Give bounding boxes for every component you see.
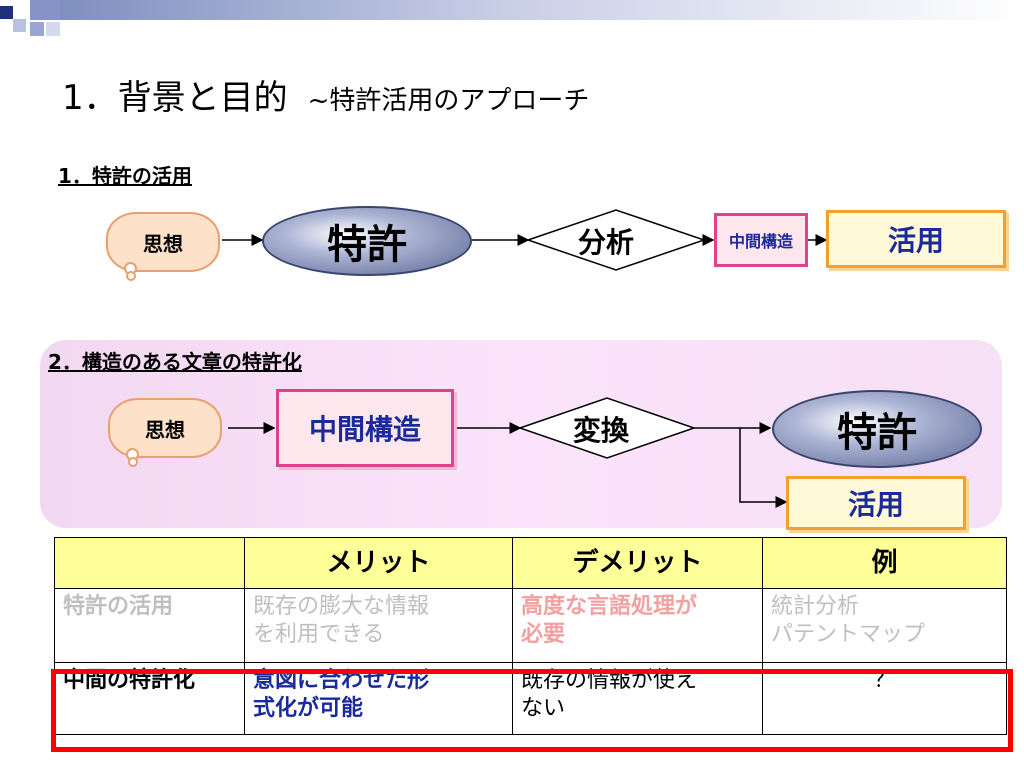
row2-merit-line1: 意図に合わせた形 [253, 668, 430, 693]
patent-ellipse-1-label: 特許 [327, 222, 407, 268]
analysis-label: 分析 [578, 226, 635, 259]
idea-cloud-1-label: 思想 [143, 231, 183, 256]
row1-example: 統計分析 パテントマップ [762, 588, 1007, 663]
row2-demerit: 既存の情報が使え ない [512, 662, 763, 735]
idea-cloud-2: 思想 [108, 398, 222, 458]
slide-title: 1．背景と目的 ~特許活用のアプローチ [62, 70, 589, 119]
table-row: 特許の活用 既存の膨大な情報 を利用できる 高度な言語処理が 必要 統計分析 パ… [54, 588, 1007, 663]
slide-title-sub: ~特許活用のアプローチ [307, 86, 590, 116]
row2-merit-line2: 式化が可能 [253, 696, 364, 721]
header-cell-demerit: デメリット [512, 537, 763, 589]
use-box-2: 活用 [786, 476, 966, 530]
section1-heading: 1．特許の活用 [58, 164, 192, 188]
use-box-1-label: 活用 [887, 224, 944, 257]
corner-squares-decoration [0, 0, 60, 40]
row2-example: ？ [762, 662, 1007, 735]
arrow-branch-to-use-2 [739, 428, 788, 508]
row2-example-line1: ？ [873, 668, 896, 693]
row1-demerit-line1: 高度な言語処理が [521, 594, 698, 619]
intermediate-box-large: 中間構造 [276, 389, 454, 467]
row1-demerit: 高度な言語処理が 必要 [512, 588, 763, 663]
patent-ellipse-2: 特許 [772, 390, 982, 468]
row2-label: 中間の特許化 [54, 662, 245, 735]
header-cell-empty [54, 537, 245, 589]
row2-demerit-line1: 既存の情報が使え [521, 668, 698, 693]
idea-cloud-1: 思想 [106, 212, 220, 272]
analysis-diamond [525, 209, 707, 271]
table-header-row: メリット デメリット 例 [54, 537, 1007, 589]
patent-ellipse-2-label: 特許 [837, 410, 917, 456]
row1-example-line2: パテントマップ [771, 622, 926, 647]
convert-label: 変換 [573, 414, 630, 447]
section2-heading: 2．構造のある文章の特許化 [48, 350, 302, 374]
row1-merit-line2: を利用できる [253, 622, 385, 647]
row1-demerit-line2: 必要 [521, 622, 566, 647]
use-box-1: 活用 [826, 210, 1006, 268]
idea-cloud-1-tail-small [126, 271, 136, 281]
row1-merit-line1: 既存の膨大な情報 [253, 594, 430, 619]
idea-cloud-2-label: 思想 [145, 417, 185, 442]
row2-demerit-line2: ない [521, 696, 566, 721]
intermediate-box-small-label: 中間構造 [728, 232, 793, 251]
intermediate-box-small: 中間構造 [714, 213, 808, 267]
title-gradient-bar [60, 0, 1024, 20]
use-box-2-label: 活用 [847, 488, 904, 521]
patent-ellipse-1: 特許 [262, 206, 472, 276]
row2-merit: 意図に合わせた形 式化が可能 [244, 662, 513, 735]
slide-title-main: 1．背景と目的 [62, 78, 288, 118]
header-cell-merit: メリット [244, 537, 513, 589]
row1-example-line1: 統計分析 [771, 594, 860, 619]
header-cell-example: 例 [762, 537, 1007, 589]
intermediate-box-large-label: 中間構造 [308, 413, 421, 446]
convert-diamond-2 [517, 397, 697, 459]
comparison-table: メリット デメリット 例 特許の活用 既存の膨大な情報 を利用できる 高度な言語… [54, 537, 1007, 735]
row1-label: 特許の活用 [54, 588, 245, 663]
table-row: 中間の特許化 意図に合わせた形 式化が可能 既存の情報が使え ない ？ [54, 662, 1007, 735]
row1-merit: 既存の膨大な情報 を利用できる [244, 588, 513, 663]
idea-cloud-2-tail-small [128, 457, 138, 467]
